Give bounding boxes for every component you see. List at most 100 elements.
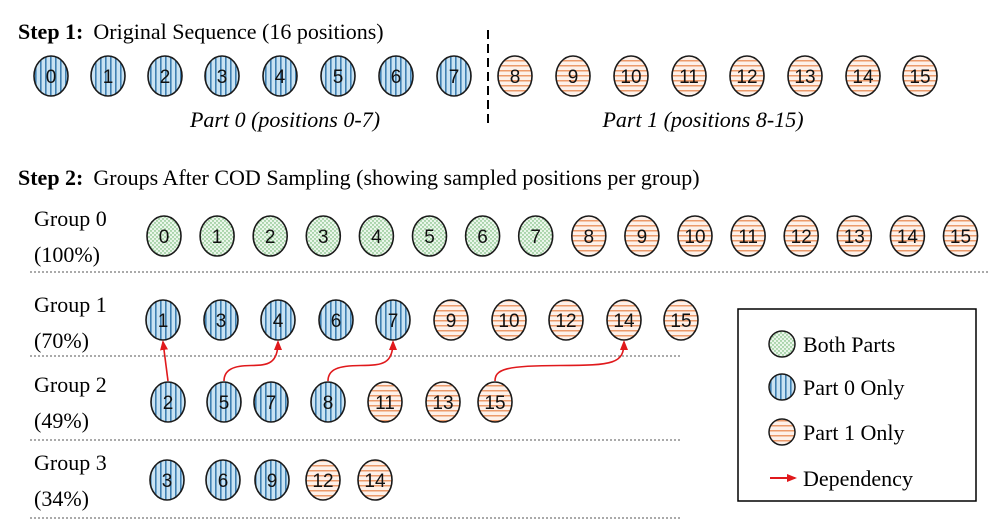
position-circle [624,215,660,257]
group-0-position-14: 14 [889,215,926,257]
step1-label: Step 1: [18,19,83,44]
position-circle [425,381,461,423]
position-14: 14 [845,55,881,97]
position-circle [149,459,185,501]
group-0-position-11: 11 [730,215,766,257]
position-number: 9 [267,471,278,492]
position-number: 14 [613,311,635,332]
group-3-percent: (34%) [34,486,89,511]
group-2-position-7: 7 [253,381,289,423]
position-circle [320,55,356,97]
position-3: 3 [204,55,240,97]
position-number: 7 [388,311,399,332]
position-circle [252,215,289,257]
group-0-position-12: 12 [783,215,820,257]
group-0-position-4: 4 [358,215,395,257]
legend-part0-label: Part 0 Only [803,375,904,400]
position-number: 8 [584,227,595,248]
position-circle [378,55,414,97]
group-1-name: Group 1 [34,292,107,317]
position-circle [150,381,186,423]
position-number: 1 [103,67,114,88]
position-number: 5 [219,393,230,414]
position-circle [305,215,342,257]
position-number: 8 [510,67,521,88]
position-number: 15 [670,311,691,332]
position-number: 7 [266,393,277,414]
group-2-name: Group 2 [34,372,107,397]
position-number: 11 [679,67,699,88]
position-circle [436,55,472,97]
position-circle [147,55,183,97]
group-2-position-2: 2 [150,381,186,423]
position-number: 0 [46,67,57,88]
position-circle [517,215,554,257]
position-9: 9 [555,55,591,97]
position-number: 14 [364,471,386,492]
step2-text: Groups After COD Sampling (showing sampl… [93,165,699,190]
position-13: 13 [787,55,823,97]
position-circle [783,215,820,257]
position-1: 1 [90,55,126,97]
position-number: 11 [375,393,395,414]
group-1-position-12: 12 [548,299,584,341]
position-circle [942,215,979,257]
position-circle [262,55,298,97]
group-0-position-7: 7 [517,215,554,257]
position-number: 5 [424,227,435,248]
step2-label: Step 2: [18,165,83,190]
position-number: 4 [275,67,286,88]
dependency-arrow-1 [223,340,282,382]
position-number: 2 [163,393,174,414]
position-circle [902,55,938,97]
group-0-position-1: 1 [199,215,235,257]
position-circle [411,215,448,257]
position-number: 6 [218,471,229,492]
position-circle [671,55,707,97]
position-6: 6 [378,55,414,97]
position-number: 3 [162,471,173,492]
group-2-position-11: 11 [367,381,403,423]
dependency-arrow-0 [160,340,169,382]
part1-label: Part 1 (positions 8-15) [601,107,803,132]
group-0-name: Group 0 [34,206,107,231]
group-3-position-3: 3 [149,459,185,501]
position-circle [497,55,533,97]
position-circle [606,299,642,341]
legend-both-swatch [768,330,796,358]
position-circle [663,299,699,341]
group-1-position-1: 1 [145,299,181,341]
group-2-position-5: 5 [206,381,242,423]
position-number: 1 [158,311,169,332]
position-number: 9 [637,227,648,248]
dependency-arrow-2 [327,340,397,382]
group-1-position-15: 15 [663,299,699,341]
legend-part1-swatch [768,418,796,446]
position-circle [310,381,346,423]
position-number: 15 [950,227,971,248]
position-number: 9 [568,67,579,88]
position-circle [548,299,584,341]
position-number: 10 [498,311,519,332]
position-number: 4 [371,227,382,248]
group-3-position-9: 9 [254,459,290,501]
group-0-position-0: 0 [146,215,182,257]
group-2-percent: (49%) [34,408,89,433]
position-circle [570,215,607,257]
legend-part1-label: Part 1 Only [803,420,904,445]
group-3-name: Group 3 [34,450,107,475]
position-circle [206,381,242,423]
position-circle [358,215,395,257]
position-number: 1 [212,227,223,248]
position-number: 13 [794,67,815,88]
group-1-position-14: 14 [606,299,642,341]
group-3-position-6: 6 [205,459,241,501]
position-number: 2 [160,67,171,88]
position-number: 13 [844,227,865,248]
position-circle [205,459,241,501]
position-number: 6 [391,67,402,88]
group-0-position-10: 10 [677,215,713,257]
position-circle [729,55,765,97]
position-number: 3 [217,67,228,88]
